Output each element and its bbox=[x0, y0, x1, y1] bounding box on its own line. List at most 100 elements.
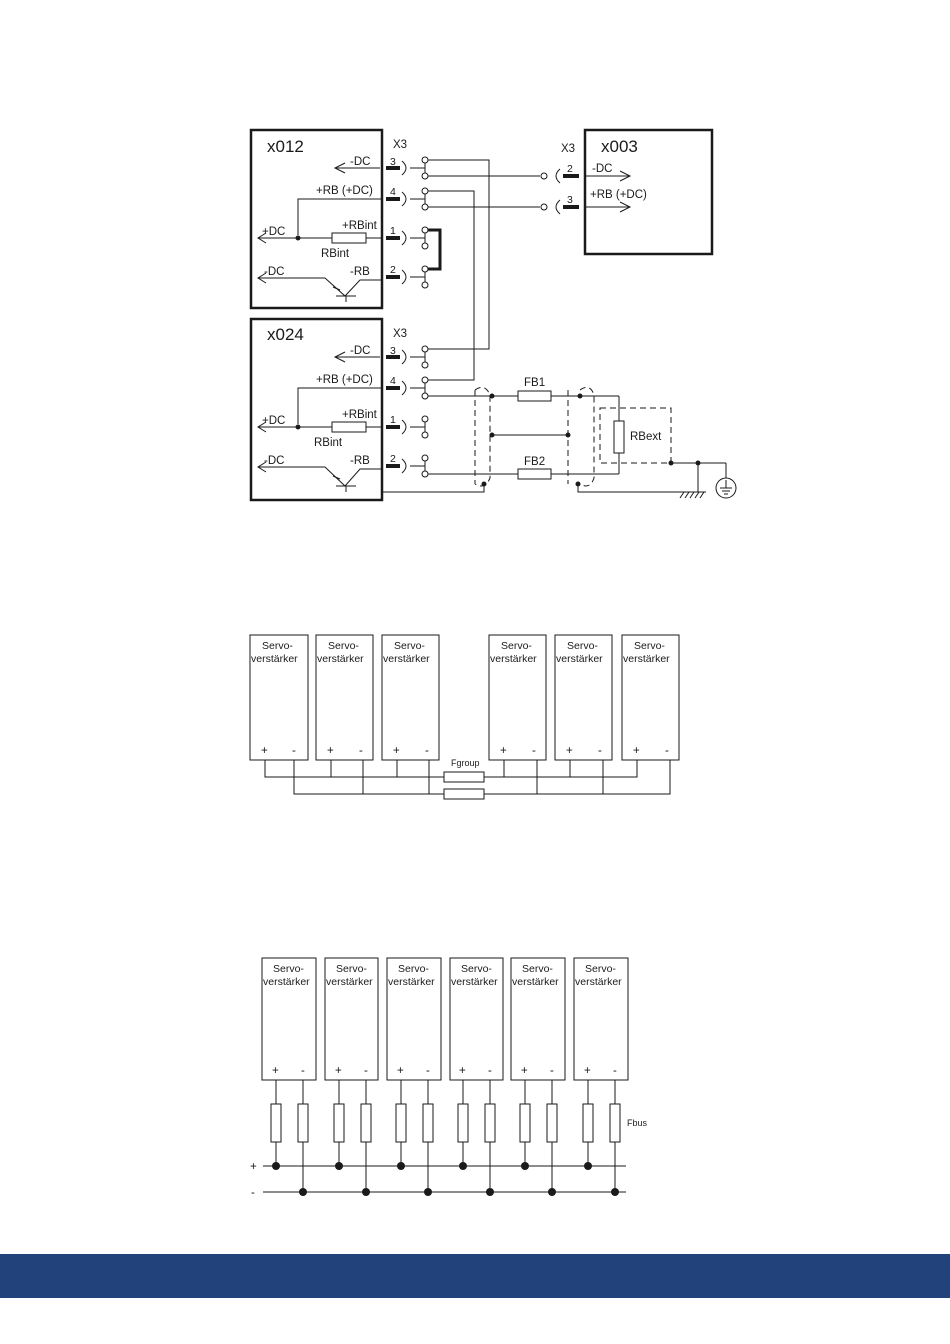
svg-text:+: + bbox=[327, 745, 334, 757]
x003-connector bbox=[540, 168, 579, 215]
x003-title: x003 bbox=[601, 137, 638, 156]
servo-module-6 bbox=[621, 634, 680, 761]
rail-minus-label: - bbox=[251, 1187, 255, 1199]
x024-pin-2: 2 bbox=[390, 453, 396, 465]
servo-module-2 bbox=[315, 634, 374, 761]
svg-text:verstärker: verstärker bbox=[623, 653, 670, 665]
svg-text:verstärker: verstärker bbox=[326, 976, 373, 988]
x012-minus-dc: -DC bbox=[264, 266, 284, 278]
fgroup-label: Fgroup bbox=[451, 758, 480, 768]
svg-text:verstärker: verstärker bbox=[251, 653, 298, 665]
svg-text:-: - bbox=[598, 745, 602, 757]
x024-pin-4: 4 bbox=[390, 375, 396, 387]
x012-pin-3: 3 bbox=[390, 156, 396, 168]
servo-labels-row2: Servo- verstärker Servo- verstärker Serv… bbox=[251, 640, 670, 665]
bus-servo-module-6 bbox=[573, 957, 629, 1081]
svg-text:-: - bbox=[665, 745, 669, 757]
x024-pin-1: 1 bbox=[390, 414, 396, 426]
svg-text:verstärker: verstärker bbox=[317, 653, 364, 665]
svg-text:Servo-: Servo- bbox=[262, 640, 293, 652]
svg-text:-: - bbox=[364, 1065, 368, 1077]
svg-text:Servo-: Servo- bbox=[336, 963, 367, 975]
x024-connector-label: X3 bbox=[393, 328, 407, 340]
rbext-enclosure bbox=[599, 407, 672, 464]
x012-pin-4: 4 bbox=[390, 186, 396, 198]
rail-junctions bbox=[272, 1162, 619, 1196]
x024-block bbox=[249, 317, 384, 502]
svg-text:-: - bbox=[488, 1065, 492, 1077]
x024-pin-3: 3 bbox=[390, 345, 396, 357]
x012-block bbox=[249, 128, 384, 310]
x024-rbint-pin: +RBint bbox=[342, 409, 378, 421]
servo-module-3 bbox=[381, 634, 440, 761]
svg-text:-: - bbox=[426, 1065, 430, 1077]
x024-rbint-res: RBint bbox=[314, 437, 343, 449]
svg-text:verstärker: verstärker bbox=[512, 976, 559, 988]
x024-rb-dc: +RB (+DC) bbox=[316, 374, 373, 386]
x012-title: x012 bbox=[267, 137, 304, 156]
x024-minus-dc-out: -DC bbox=[350, 345, 370, 357]
svg-text:Servo-: Servo- bbox=[501, 640, 532, 652]
x003-rb-dc: +RB (+DC) bbox=[590, 189, 647, 201]
svg-text:Servo-: Servo- bbox=[567, 640, 598, 652]
bus-servo-module-4 bbox=[449, 957, 504, 1081]
svg-text:-: - bbox=[550, 1065, 554, 1077]
svg-text:-: - bbox=[532, 745, 536, 757]
x012-pin-2: 2 bbox=[390, 264, 396, 276]
x012-minus-dc-out: -DC bbox=[350, 156, 370, 168]
bus-servo-module-2 bbox=[324, 957, 379, 1081]
rail-plus-label: + bbox=[250, 1161, 257, 1173]
servo-module-1 bbox=[249, 634, 309, 761]
svg-text:Servo-: Servo- bbox=[398, 963, 429, 975]
polarity-labels-row3: + - + - + - + - + - + - bbox=[272, 1065, 617, 1077]
svg-text:Servo-: Servo- bbox=[273, 963, 304, 975]
x003-pin-2: 2 bbox=[567, 163, 573, 175]
svg-text:-: - bbox=[301, 1065, 305, 1077]
svg-text:+: + bbox=[261, 745, 268, 757]
svg-text:+: + bbox=[272, 1065, 279, 1077]
x012-connector-label: X3 bbox=[393, 139, 407, 151]
x003-minus-dc: -DC bbox=[592, 163, 612, 175]
svg-text:-: - bbox=[292, 745, 296, 757]
protective-earth-icon bbox=[715, 462, 737, 499]
svg-text:Servo-: Servo- bbox=[522, 963, 553, 975]
svg-text:+: + bbox=[521, 1065, 528, 1077]
chassis-ground-icon bbox=[679, 491, 706, 499]
bus-servo-module-1 bbox=[261, 957, 317, 1081]
servo-labels-row3: Servo- verstärker Servo- verstärker Serv… bbox=[263, 963, 622, 988]
svg-text:verstärker: verstärker bbox=[388, 976, 435, 988]
svg-text:+: + bbox=[500, 745, 507, 757]
svg-text:-: - bbox=[359, 745, 363, 757]
fuse-fb1-label: FB1 bbox=[524, 377, 545, 389]
svg-text:Servo-: Servo- bbox=[394, 640, 425, 652]
x024-title: x024 bbox=[267, 325, 304, 344]
svg-text:verstärker: verstärker bbox=[490, 653, 537, 665]
svg-text:+: + bbox=[584, 1065, 591, 1077]
footer-band bbox=[0, 1254, 950, 1298]
svg-text:Servo-: Servo- bbox=[328, 640, 359, 652]
x012-connector bbox=[386, 156, 429, 289]
bus-servo-module-3 bbox=[386, 957, 442, 1081]
x003-pin-3: 3 bbox=[567, 194, 573, 206]
svg-text:+: + bbox=[335, 1065, 342, 1077]
fuse-fb2-label: FB2 bbox=[524, 456, 545, 468]
svg-text:verstärker: verstärker bbox=[575, 976, 622, 988]
servo-module-5 bbox=[554, 634, 613, 761]
rbext-label: RBext bbox=[630, 431, 662, 443]
x024-minus-rb: -RB bbox=[350, 455, 370, 467]
fbus-label: Fbus bbox=[627, 1118, 648, 1128]
svg-text:-: - bbox=[425, 745, 429, 757]
x012-rbint-res: RBint bbox=[321, 248, 350, 260]
svg-text:verstärker: verstärker bbox=[263, 976, 310, 988]
x003-connector-label: X3 bbox=[561, 143, 575, 155]
svg-text:+: + bbox=[393, 745, 400, 757]
polarity-labels-row2: + - + - + - + - + - + - bbox=[261, 745, 669, 757]
x012-pin-1: 1 bbox=[390, 225, 396, 237]
svg-text:+: + bbox=[566, 745, 573, 757]
servo-module-4 bbox=[488, 634, 547, 761]
x012-plus-dc: +DC bbox=[262, 226, 285, 238]
svg-text:verstärker: verstärker bbox=[451, 976, 498, 988]
svg-text:+: + bbox=[459, 1065, 466, 1077]
